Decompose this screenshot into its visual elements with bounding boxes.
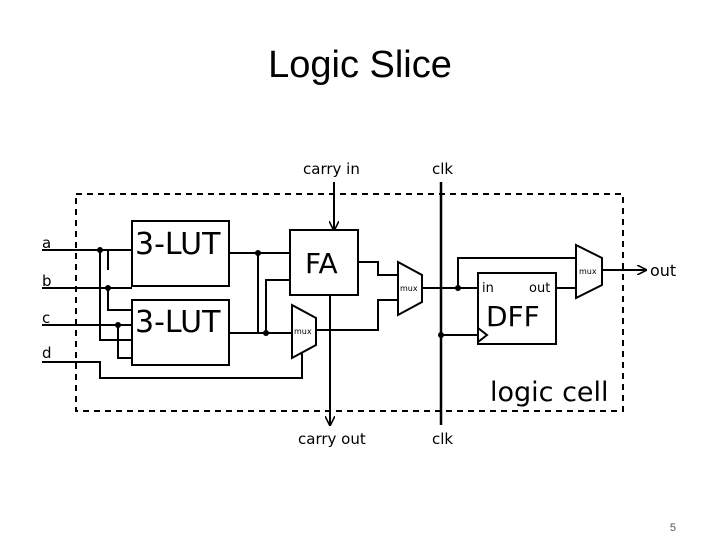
lut-block-1 bbox=[131, 220, 230, 287]
mux-lut-select bbox=[291, 303, 317, 360]
dff-clock-triangle bbox=[477, 327, 489, 343]
logic-cell-label: logic cell bbox=[490, 377, 609, 408]
input-wires bbox=[42, 249, 303, 379]
clk-bottom-label: clk bbox=[432, 430, 453, 448]
page-number: 5 bbox=[669, 522, 676, 534]
carry-in-label: carry in bbox=[303, 160, 360, 178]
input-junctions bbox=[97, 247, 121, 328]
dff-block bbox=[477, 272, 557, 345]
mux-lut-select-label: mux bbox=[294, 327, 312, 336]
dff-label: DFF bbox=[486, 300, 540, 333]
mux-output-wires bbox=[422, 257, 576, 289]
full-adder-label: FA bbox=[305, 247, 338, 280]
lut-2-label: 3-LUT bbox=[135, 305, 221, 340]
output-label: out bbox=[650, 261, 676, 280]
mux-output-select-label: mux bbox=[579, 267, 597, 276]
lut-output-wires bbox=[229, 252, 292, 334]
input-label-c: c bbox=[42, 309, 50, 327]
bypass-junction bbox=[455, 285, 461, 291]
logic-cell-boundary bbox=[75, 193, 624, 412]
mux-sum-select bbox=[397, 260, 423, 317]
full-adder-block bbox=[289, 229, 359, 296]
input-label-b: b bbox=[42, 272, 52, 290]
lut-1-label: 3-LUT bbox=[135, 227, 221, 262]
clk-top-label: clk bbox=[432, 160, 453, 178]
mux-sum-select-label: mux bbox=[400, 284, 418, 293]
input-label-d: d bbox=[42, 344, 52, 362]
lut-block-2 bbox=[131, 299, 230, 366]
dff-out-label: out bbox=[529, 281, 550, 296]
dff-in-label: in bbox=[482, 281, 494, 296]
carry-out-label: carry out bbox=[298, 430, 366, 448]
lut-output-junctions bbox=[255, 250, 269, 336]
mux-input-wires bbox=[316, 261, 398, 331]
input-label-a: a bbox=[42, 234, 51, 252]
mux-output-select bbox=[575, 243, 603, 300]
clk-junction bbox=[438, 332, 444, 338]
slide-title: Logic Slice bbox=[268, 44, 452, 86]
